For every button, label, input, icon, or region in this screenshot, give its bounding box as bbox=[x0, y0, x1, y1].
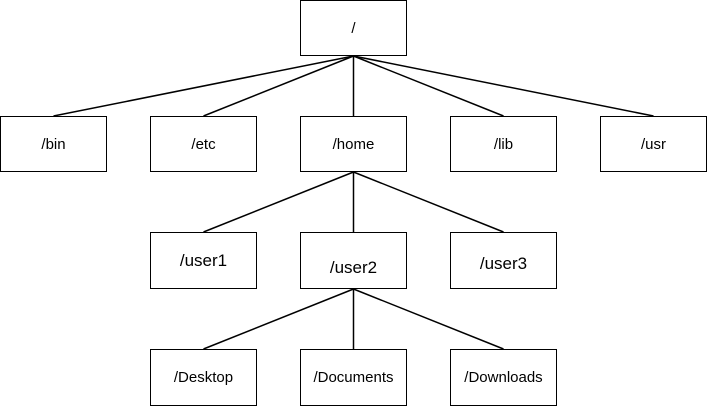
node-label: /etc bbox=[191, 135, 216, 153]
node-label: /user3 bbox=[479, 253, 528, 273]
node-label: /Desktop bbox=[173, 369, 234, 386]
node-bin: /bin bbox=[0, 116, 107, 172]
node-etc: /etc bbox=[150, 116, 257, 172]
node-user1: /user1 bbox=[150, 232, 257, 289]
edge-home-user1 bbox=[203, 171, 354, 233]
edge-root-etc bbox=[203, 55, 354, 117]
edge-root-bin bbox=[53, 55, 354, 117]
node-label: / bbox=[351, 19, 356, 37]
node-label: /usr bbox=[640, 135, 666, 153]
node-user3: /user3 bbox=[450, 232, 557, 289]
edge-home-user3 bbox=[353, 171, 504, 233]
node-lib: /lib bbox=[450, 116, 557, 172]
edge-user2-desktop bbox=[203, 288, 354, 350]
node-label: /home bbox=[332, 135, 375, 153]
node-usr: /usr bbox=[600, 116, 707, 172]
edge-user2-downloads bbox=[353, 288, 504, 350]
node-label: /bin bbox=[41, 135, 66, 153]
node-label: /user1 bbox=[179, 250, 228, 270]
node-home: /home bbox=[300, 116, 407, 172]
node-downloads: /Downloads bbox=[450, 349, 557, 406]
node-label: /user2 bbox=[329, 257, 378, 277]
node-label: /lib bbox=[493, 135, 514, 153]
node-label: /Downloads bbox=[464, 369, 543, 386]
node-user2: /user2 bbox=[300, 232, 407, 289]
edge-root-lib bbox=[353, 55, 504, 117]
node-desktop: /Desktop bbox=[150, 349, 257, 406]
node-documents: /Documents bbox=[300, 349, 407, 406]
node-label: /Documents bbox=[313, 369, 394, 386]
node-root: / bbox=[300, 0, 407, 56]
edge-root-usr bbox=[353, 55, 654, 117]
